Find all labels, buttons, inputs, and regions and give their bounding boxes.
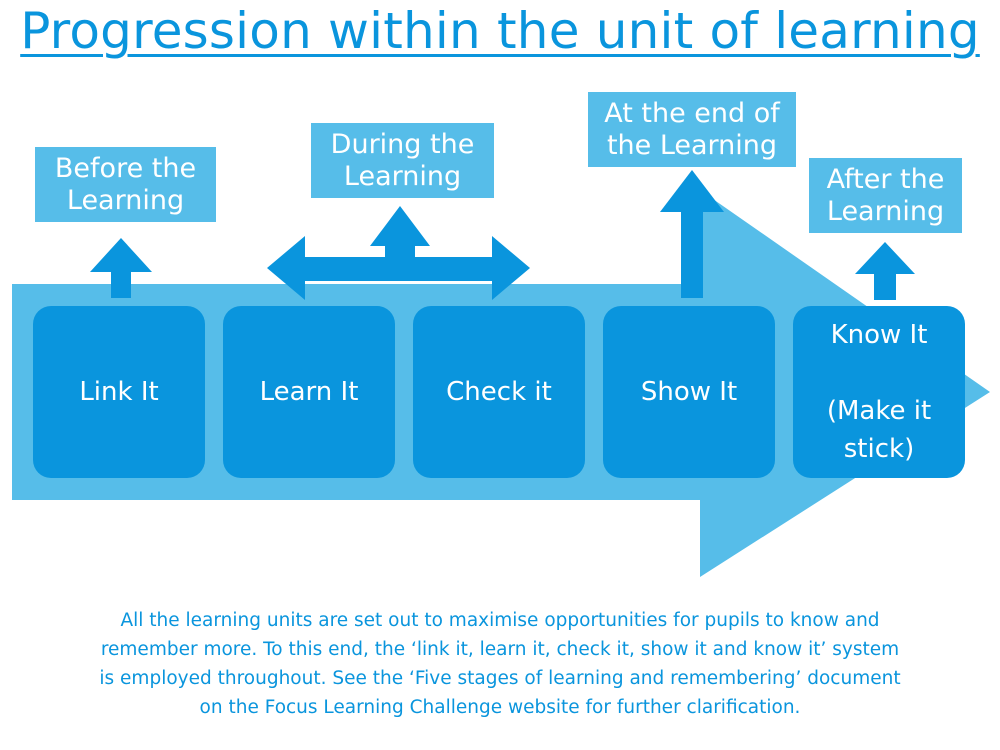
footer-text: All the learning units are set out to ma… (30, 606, 970, 722)
stage-know-it-title: Know It (830, 320, 928, 350)
stage-check-it: Check it (413, 306, 585, 478)
stage-know-it-sub2: stick) (843, 434, 915, 464)
stage-show-it: Show It (603, 306, 775, 478)
footer-line: is employed throughout. See the ‘Five st… (99, 668, 901, 689)
arrow-up-before (90, 238, 152, 298)
stage-learn-it: Learn It (223, 306, 395, 478)
page-title: Progression within the unit of learning (20, 2, 980, 60)
arrow-up-after (855, 242, 915, 300)
footer-line: on the Focus Learning Challenge website … (199, 697, 801, 718)
footer-line: All the learning units are set out to ma… (120, 610, 880, 631)
footer-line: remember more. To this end, the ‘link it… (100, 639, 900, 660)
stage-know-it: Know It (Make it stick) (793, 306, 965, 478)
stage-know-it-sub1: (Make it (826, 396, 932, 426)
arrow-double-during (267, 206, 530, 300)
arrow-up-end (660, 170, 724, 298)
stage-link-it: Link It (33, 306, 205, 478)
